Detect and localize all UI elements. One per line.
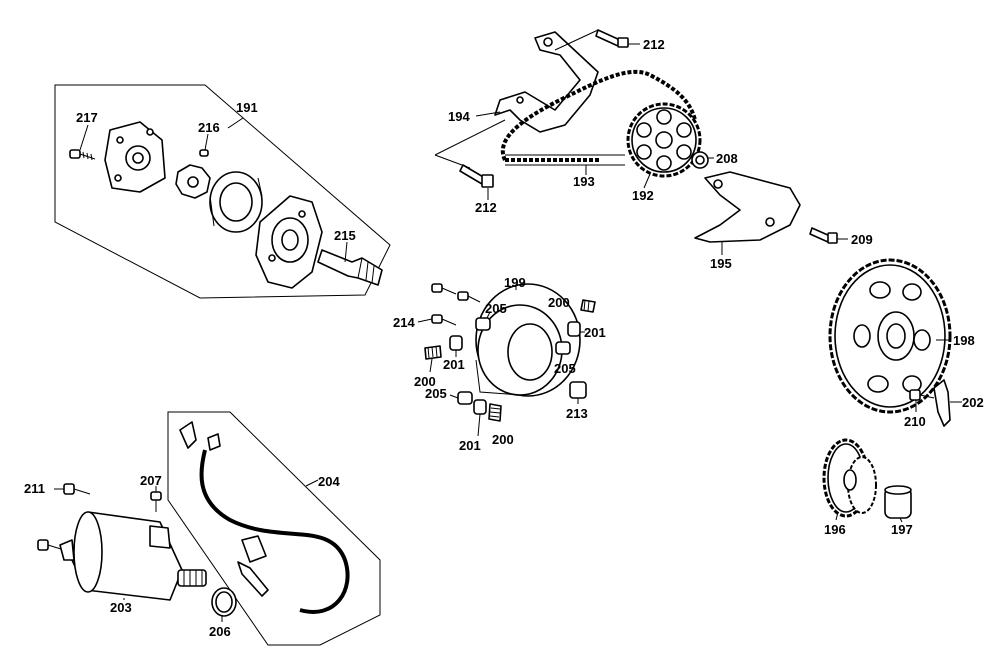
part-212-bolt-lower <box>434 119 506 200</box>
part-197-bushing <box>884 485 912 523</box>
label-210: 210 <box>904 414 926 429</box>
part-195-tensioner-plate <box>694 171 801 255</box>
label-199: 199 <box>504 275 526 290</box>
label-198: 198 <box>953 333 975 348</box>
group-191-outline <box>54 84 391 299</box>
part-216-pin <box>199 133 209 157</box>
part-inner-rotor <box>175 164 211 199</box>
part-212-bolt-upper <box>554 29 640 51</box>
label-196: 196 <box>824 522 846 537</box>
part-196-double-gear <box>822 438 877 521</box>
part-pump-cover <box>104 121 166 193</box>
label-208: 208 <box>716 151 738 166</box>
label-217: 217 <box>76 110 98 125</box>
part-200-spring-top <box>580 299 596 313</box>
part-200-spring-left <box>424 345 442 373</box>
label-209: 209 <box>851 232 873 247</box>
part-193-chain <box>501 69 697 175</box>
label-200-top: 200 <box>548 295 570 310</box>
part-210-bolt <box>909 389 935 412</box>
part-211-bolts <box>37 483 91 551</box>
label-200-left: 200 <box>414 374 436 389</box>
label-215: 215 <box>334 228 356 243</box>
label-205-right: 205 <box>554 361 576 376</box>
part-205-roller-top-left <box>475 311 491 331</box>
group-204-outline <box>167 411 381 646</box>
label-212-lower: 212 <box>475 200 497 215</box>
label-205-top-left: 205 <box>485 301 507 316</box>
part-199-starter-clutch <box>475 283 581 397</box>
label-191: 191 <box>236 100 258 115</box>
part-213-collar <box>569 381 587 404</box>
label-202: 202 <box>962 395 984 410</box>
part-192-cam-sprocket <box>626 102 702 189</box>
part-206-circlip <box>211 587 237 622</box>
part-215-shaft <box>317 241 383 286</box>
label-200-bottom: 200 <box>492 432 514 447</box>
label-212-upper: 212 <box>643 37 665 52</box>
label-193: 193 <box>573 174 595 189</box>
label-201-left: 201 <box>443 357 465 372</box>
part-209-bolt <box>809 227 848 244</box>
label-204: 204 <box>318 474 340 489</box>
label-216: 216 <box>198 120 220 135</box>
part-204-cable <box>179 421 350 614</box>
part-201-plunger-bottom <box>473 399 487 437</box>
part-202-bracket <box>933 379 962 427</box>
part-203-starter-motor <box>59 511 207 601</box>
label-213: 213 <box>566 406 588 421</box>
part-214-bolts <box>417 283 481 326</box>
part-pump-body <box>255 195 323 289</box>
part-205-roller-bottom <box>449 391 473 405</box>
label-203: 203 <box>110 600 132 615</box>
part-205-roller-right <box>555 341 571 355</box>
label-211: 211 <box>24 481 45 496</box>
part-200-spring-bottom <box>488 403 502 422</box>
part-201-plunger-left <box>449 335 463 357</box>
part-201-plunger-top <box>567 321 585 337</box>
label-214: 214 <box>393 315 415 330</box>
label-194: 194 <box>448 109 470 124</box>
label-195: 195 <box>710 256 732 271</box>
part-207-screw <box>150 486 162 512</box>
part-198-driven-sprocket <box>828 258 952 414</box>
part-194-chain-guide <box>475 31 599 133</box>
label-197: 197 <box>891 522 913 537</box>
label-192: 192 <box>632 188 654 203</box>
label-205-bottom: 205 <box>425 386 447 401</box>
part-outer-rotor <box>209 171 263 233</box>
part-208-clip <box>691 151 714 169</box>
label-201-right: 201 <box>584 325 606 340</box>
label-201-bottom: 201 <box>459 438 481 453</box>
part-217-screw <box>69 124 96 161</box>
label-207: 207 <box>140 473 162 488</box>
label-206: 206 <box>209 624 231 639</box>
